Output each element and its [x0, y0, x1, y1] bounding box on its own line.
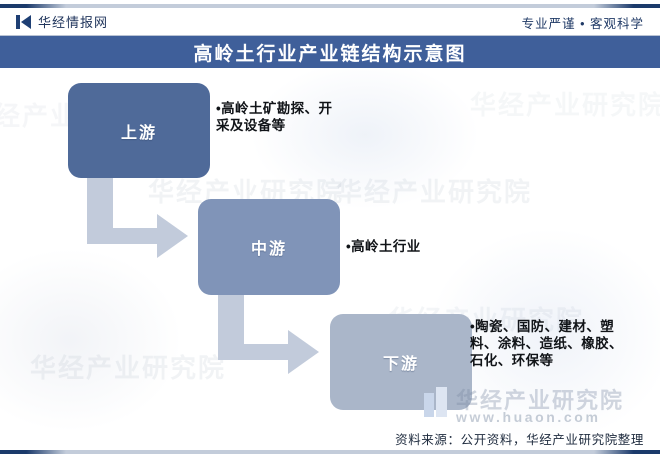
- connector-upstream-to-midstream: [85, 174, 190, 264]
- huajing-play-mark-icon: [16, 14, 31, 29]
- node-midstream[interactable]: 中游: [198, 199, 340, 295]
- page-title: 高岭土行业产业链结构示意图: [193, 43, 467, 65]
- source-note: 资料来源：公开资料，华经产业研究院整理: [395, 433, 644, 447]
- brand-name: 华经情报网: [38, 15, 109, 30]
- diagram-canvas: 上游 •高岭土矿勘探、开采及设备等 中游 •高岭土行业 下游 •陶瓷、国防、建材…: [0, 68, 660, 428]
- bullet-icon: •: [470, 319, 476, 334]
- connector-midstream-to-downstream: [216, 290, 321, 380]
- page-header: 华经情报网 专业严谨 • 客观科学: [0, 8, 660, 35]
- elbow-arrow-down-right-icon: [218, 290, 319, 374]
- header-divider: [0, 35, 660, 36]
- bottom-divider: [0, 450, 660, 454]
- elbow-arrow-down-right-icon: [87, 174, 188, 258]
- bullet-icon: •: [216, 101, 222, 116]
- node-downstream-label: 下游: [382, 356, 419, 373]
- node-downstream[interactable]: 下游: [330, 314, 472, 410]
- bullet-icon: •: [346, 239, 352, 254]
- chart-title-bar: 高岭土行业产业链结构示意图: [0, 36, 660, 68]
- note-midstream-text: 高岭土行业: [351, 239, 421, 254]
- note-upstream-text: 高岭土矿勘探、开采及设备等: [216, 101, 333, 133]
- note-upstream: •高岭土矿勘探、开采及设备等: [216, 100, 341, 134]
- node-upstream-label: 上游: [120, 124, 157, 142]
- note-midstream: •高岭土行业: [346, 238, 521, 255]
- brand-slogan: 专业严谨 • 客观科学: [521, 17, 644, 31]
- node-upstream[interactable]: 上游: [68, 83, 210, 178]
- brand: 华经情报网: [16, 12, 108, 31]
- note-downstream: •陶瓷、国防、建材、塑料、涂料、造纸、橡胶、石化、环保等: [470, 318, 632, 369]
- top-divider: [0, 4, 660, 8]
- note-downstream-text: 陶瓷、国防、建材、塑料、涂料、造纸、橡胶、石化、环保等: [470, 319, 623, 368]
- node-midstream-label: 中游: [250, 241, 287, 258]
